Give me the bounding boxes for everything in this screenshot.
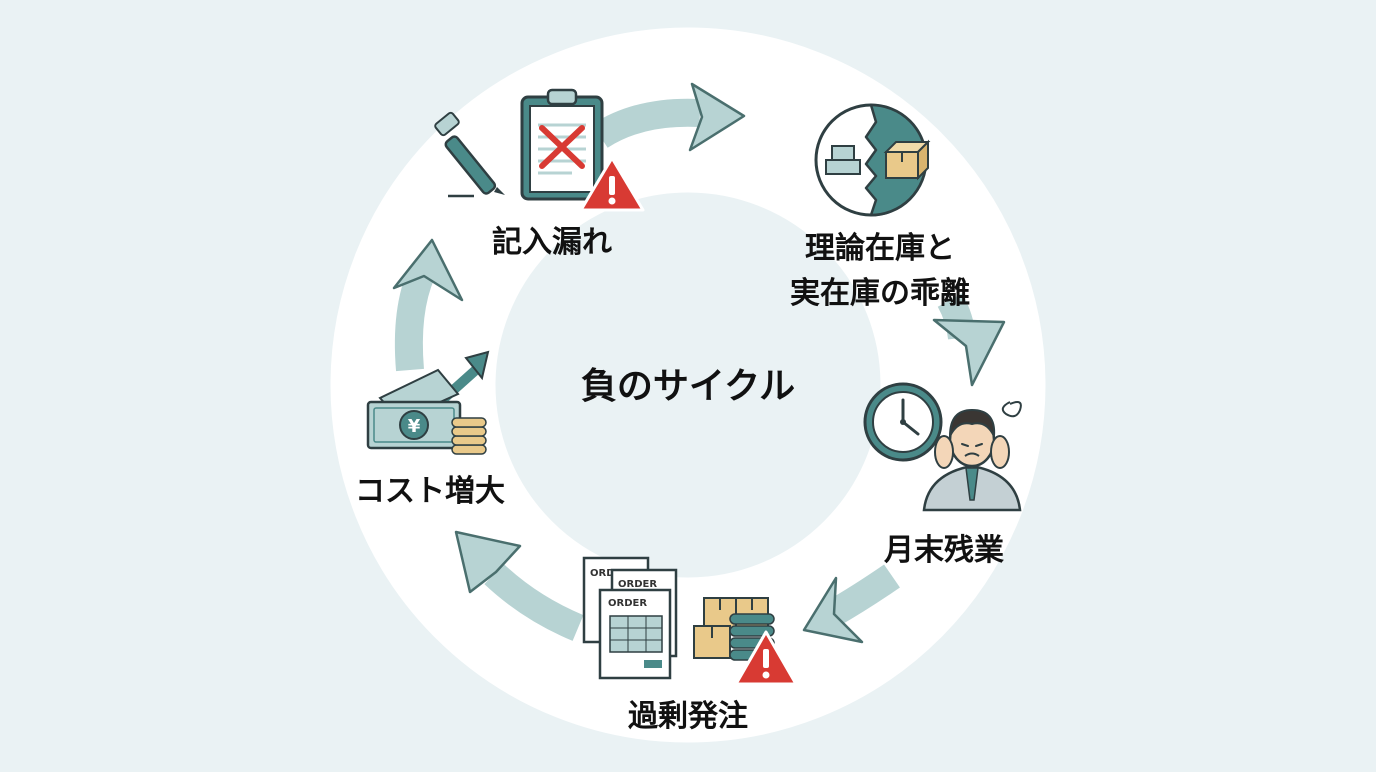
clock-icon bbox=[863, 382, 943, 462]
stressed-worker-icon bbox=[922, 401, 1022, 512]
warning-icon bbox=[579, 156, 645, 212]
stage-overtime: 月末残業 bbox=[863, 382, 1022, 568]
warning-icon bbox=[734, 630, 798, 686]
stage-over-ordering: ORDER ORDER ORDER bbox=[582, 556, 798, 734]
arrow-order-to-cost bbox=[484, 563, 584, 641]
arrowhead-order-to-cost bbox=[454, 530, 522, 594]
svg-text:ORDER: ORDER bbox=[608, 598, 647, 609]
arrowhead-gap-to-overtime bbox=[932, 318, 1006, 387]
svg-text:ORDER: ORDER bbox=[590, 568, 629, 579]
stage-label-inventory-gap-line2: 実在庫の乖離 bbox=[790, 276, 970, 311]
svg-text:ORDER: ORDER bbox=[618, 579, 657, 590]
svg-text:¥: ¥ bbox=[408, 416, 421, 437]
stage-label-inventory-gap-line1: 理論在庫と bbox=[805, 231, 955, 266]
arrowhead-omission-to-gap bbox=[688, 82, 746, 152]
stage-label-entry-omission: 記入漏れ bbox=[492, 225, 612, 260]
stacked-boxes-icon bbox=[693, 597, 775, 661]
pen-icon bbox=[434, 111, 505, 198]
stage-label-over-ordering: 過剰発注 bbox=[628, 699, 748, 734]
coin-stack-icon bbox=[451, 417, 487, 455]
stage-label-overtime: 月末残業 bbox=[884, 533, 1004, 568]
arrowhead-overtime-to-order bbox=[802, 576, 864, 644]
arrow-overtime-to-order bbox=[825, 564, 900, 627]
arrow-cost-to-omission bbox=[394, 266, 435, 372]
stage-label-cost-increase: コスト増大 bbox=[355, 474, 505, 509]
arrowhead-cost-to-omission bbox=[392, 238, 464, 302]
order-sheets-icon: ORDER ORDER ORDER bbox=[582, 556, 678, 680]
split-inventory-icon bbox=[814, 103, 931, 217]
arrow-omission-to-gap bbox=[592, 98, 701, 148]
yen-banknote-icon: ¥ bbox=[366, 368, 462, 450]
stage-cost-increase: ¥ コスト増大 bbox=[355, 350, 505, 509]
center-title: 負のサイクル bbox=[581, 366, 795, 407]
stage-entry-omission: 記入漏れ bbox=[434, 88, 645, 260]
stage-inventory-gap: 理論在庫と 実在庫の乖離 bbox=[790, 103, 970, 311]
clipboard-error-icon bbox=[520, 88, 604, 201]
